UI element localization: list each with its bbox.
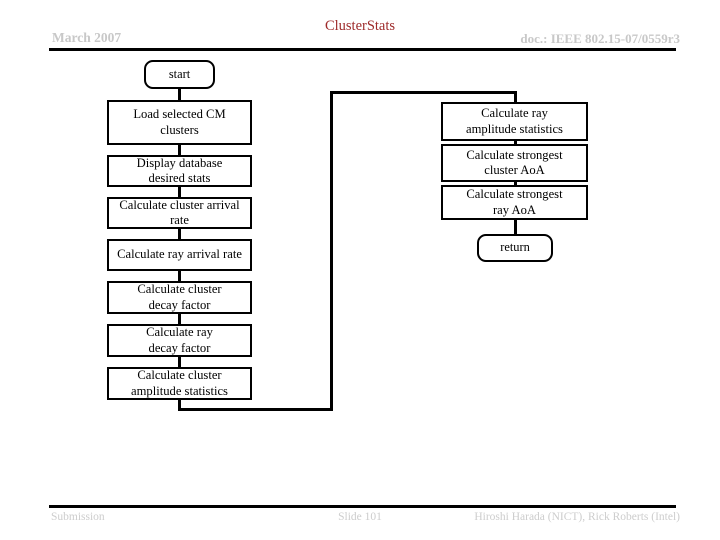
connector-display-to-cluster-arrival: [178, 186, 181, 198]
header-document-number: doc.: IEEE 802.15-07/0559r3: [520, 31, 680, 46]
connector-into-ray-amplitude: [514, 91, 517, 103]
connector-cluster-arrival-to-ray-arrival: [178, 228, 181, 240]
flow-node-return-label: return: [500, 240, 530, 255]
flow-node-ray-arrival-rate-label: Calculate ray arrival rate: [117, 247, 242, 262]
connector-wrap-top-horizontal: [330, 91, 517, 94]
slide-header: March 2007 ClusterStats doc.: IEEE 802.1…: [0, 0, 720, 54]
header-divider: [49, 48, 676, 51]
flow-node-cluster-arrival-rate[interactable]: Calculate cluster arrival rate: [107, 197, 252, 229]
slide-footer: Submission Slide 101 Hiroshi Harada (NIC…: [0, 500, 720, 540]
flow-node-start-label: start: [168, 66, 191, 81]
connector-cluster-amplitude-down: [178, 398, 181, 411]
header-date: March 2007: [52, 30, 122, 45]
connector-ray-arrival-to-cluster-decay: [178, 270, 181, 282]
flow-node-ray-arrival-rate[interactable]: Calculate ray arrival rate: [107, 239, 252, 271]
flow-node-start[interactable]: start: [144, 60, 215, 89]
connector-wrap-bottom-horizontal: [178, 408, 332, 411]
footer-submission-label: Submission: [51, 511, 105, 523]
footer-slide-number: Slide 101: [338, 511, 382, 523]
connector-load-to-display: [178, 144, 181, 156]
flow-node-cluster-arrival-rate-label: Calculate cluster arrival rate: [119, 197, 240, 227]
connector-start-to-load: [178, 88, 181, 101]
connector-wrap-vertical: [330, 91, 333, 411]
connector-cluster-decay-to-ray-decay: [178, 313, 181, 325]
footer-authors: Hiroshi Harada (NICT), Rick Roberts (Int…: [474, 511, 680, 523]
page-title: ClusterStats: [324, 18, 396, 34]
connector-ray-decay-to-cluster-amplitude: [178, 356, 181, 368]
footer-divider: [49, 505, 676, 508]
connector-strongest-ray-to-return: [514, 219, 517, 236]
flow-node-return[interactable]: return: [477, 234, 553, 262]
